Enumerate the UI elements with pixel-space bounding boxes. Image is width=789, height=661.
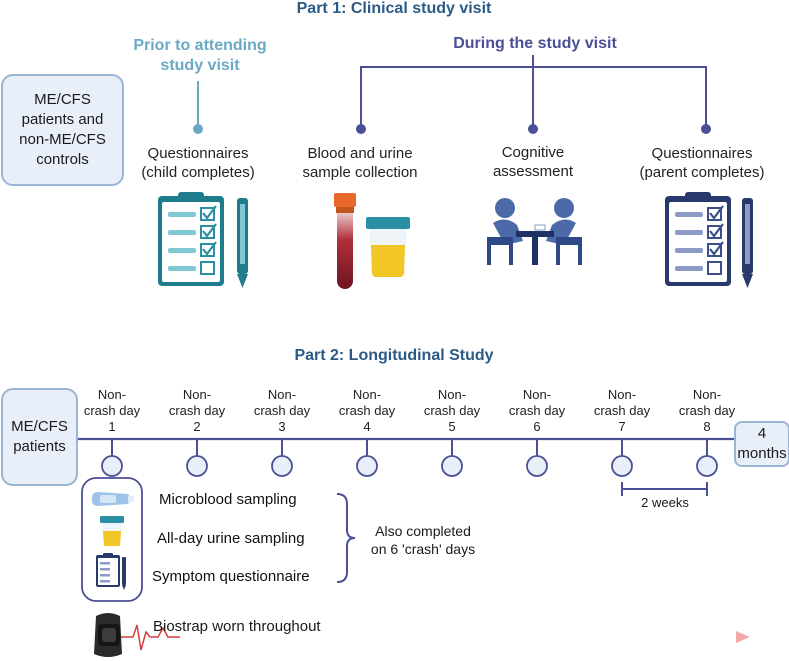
- end-4-months-box: 4 months: [734, 421, 789, 467]
- step-cognitive: Cognitive assessment: [463, 143, 603, 181]
- day-6-line2: crash day: [508, 403, 566, 418]
- day-7-line2: crash day: [593, 403, 651, 418]
- sample-urine-label: All-day urine sampling: [157, 530, 305, 547]
- step-3-line2: assessment: [492, 163, 574, 180]
- day-3-number: 3: [278, 419, 286, 434]
- patients-line2: patients: [13, 438, 66, 455]
- participants-line2: patients and: [21, 111, 104, 128]
- participants-line4: controls: [36, 151, 89, 168]
- step-4-line2: (parent completes): [639, 164, 765, 181]
- day-marker-6: [526, 455, 548, 477]
- day-label-4: Non- crash day 4: [332, 387, 402, 435]
- day-6-number: 6: [533, 419, 541, 434]
- microblood-device-icon: [92, 492, 134, 506]
- sample-questionnaire-label: Symptom questionnaire: [152, 568, 310, 585]
- prior-visit-label-line2: study visit: [160, 57, 240, 74]
- crash-note-line2: on 6 'crash' days: [370, 541, 476, 557]
- day-marker-1: [101, 455, 123, 477]
- day-label-1: Non- crash day 1: [77, 387, 147, 435]
- sample-microblood-label: Microblood sampling: [159, 491, 297, 508]
- grouping-brace: [336, 493, 356, 583]
- day-7-line1: Non-: [607, 387, 637, 402]
- step-2-line1: Blood and urine: [307, 145, 413, 162]
- timeline-dot-1: [193, 124, 203, 134]
- clipboard-checklist-icon: [665, 192, 731, 286]
- pen-icon: [237, 198, 248, 288]
- day-label-3: Non- crash day 3: [247, 387, 317, 435]
- day-5-number: 5: [448, 419, 456, 434]
- day-8-line2: crash day: [678, 403, 736, 418]
- day-4-line1: Non-: [352, 387, 382, 402]
- step-2-line2: sample collection: [302, 164, 418, 181]
- day-1-number: 1: [108, 419, 116, 434]
- day-5-line2: crash day: [423, 403, 481, 418]
- day-7-number: 7: [618, 419, 626, 434]
- day-4-line2: crash day: [338, 403, 396, 418]
- timeline-dot-3: [528, 124, 538, 134]
- day-1-line2: crash day: [83, 403, 141, 418]
- step-4-line1: Questionnaires: [651, 145, 753, 162]
- day-label-7: Non- crash day 7: [587, 387, 657, 435]
- participants-box: ME/CFS patients and non-ME/CFS controls: [1, 74, 124, 186]
- day-2-line2: crash day: [168, 403, 226, 418]
- crash-note-line1: Also completed: [375, 523, 471, 539]
- biostrap-label: Biostrap worn throughout: [153, 618, 321, 635]
- day-3-line2: crash day: [253, 403, 311, 418]
- day-5-line1: Non-: [437, 387, 467, 402]
- day-label-2: Non- crash day 2: [162, 387, 232, 435]
- patients-box: ME/CFS patients: [1, 388, 78, 486]
- step-1-line1: Questionnaires: [147, 145, 249, 162]
- day-label-6: Non- crash day 6: [502, 387, 572, 435]
- wristband-icon: [94, 613, 122, 657]
- interval-label: 2 weeks: [641, 495, 689, 510]
- day-marker-4: [356, 455, 378, 477]
- day-4-number: 4: [363, 419, 371, 434]
- timeline-dot-2: [356, 124, 366, 134]
- day-label-8: Non- crash day 8: [672, 387, 742, 435]
- day-marker-7: [611, 455, 633, 477]
- day-marker-5: [441, 455, 463, 477]
- part2-title: Part 2: Longitudinal Study: [294, 347, 494, 364]
- step-3-line1: Cognitive: [501, 144, 565, 161]
- day-marker-2: [186, 455, 208, 477]
- interval-bracket: [621, 482, 708, 496]
- clipboard-icon: [96, 553, 126, 590]
- step-questionnaires-parent: Questionnaires (parent completes): [618, 144, 786, 182]
- step-1-line2: (child completes): [141, 164, 255, 181]
- urine-cup-icon: [100, 516, 124, 546]
- day-2-line1: Non-: [182, 387, 212, 402]
- participants-line1: ME/CFS: [34, 91, 91, 108]
- during-visit-label: During the study visit: [453, 35, 617, 52]
- step-blood-urine: Blood and urine sample collection: [280, 144, 440, 182]
- crash-day-note: Also completed on 6 'crash' days: [362, 522, 484, 558]
- day-8-line1: Non-: [692, 387, 722, 402]
- participants-line3: non-ME/CFS: [19, 131, 106, 148]
- day-6-line1: Non-: [522, 387, 552, 402]
- part2-timeline: [76, 437, 737, 496]
- blood-tube-icon: [334, 193, 356, 289]
- biostrap-arrow: [120, 624, 750, 651]
- day-marker-3: [271, 455, 293, 477]
- day-1-line1: Non-: [97, 387, 127, 402]
- step-questionnaires-child: Questionnaires (child completes): [118, 144, 278, 182]
- day-marker-8: [696, 455, 718, 477]
- two-people-table-icon: [487, 198, 582, 265]
- pen-icon: [742, 198, 753, 288]
- urine-cup-large-icon: [366, 217, 410, 277]
- patients-line1: ME/CFS: [11, 418, 68, 435]
- day-3-line1: Non-: [267, 387, 297, 402]
- day-2-number: 2: [193, 419, 201, 434]
- day-label-5: Non- crash day 5: [417, 387, 487, 435]
- part1-title: Part 1: Clinical study visit: [296, 0, 492, 17]
- timeline-dot-4: [701, 124, 711, 134]
- prior-visit-label: Prior to attending study visit: [110, 36, 290, 76]
- clipboard-checklist-icon: [158, 192, 224, 286]
- prior-visit-label-line1: Prior to attending: [133, 37, 267, 54]
- end-box-line1: 4: [757, 425, 767, 442]
- end-box-line2: months: [737, 445, 787, 462]
- part1-timeline: [122, 55, 711, 134]
- day-8-number: 8: [703, 419, 711, 434]
